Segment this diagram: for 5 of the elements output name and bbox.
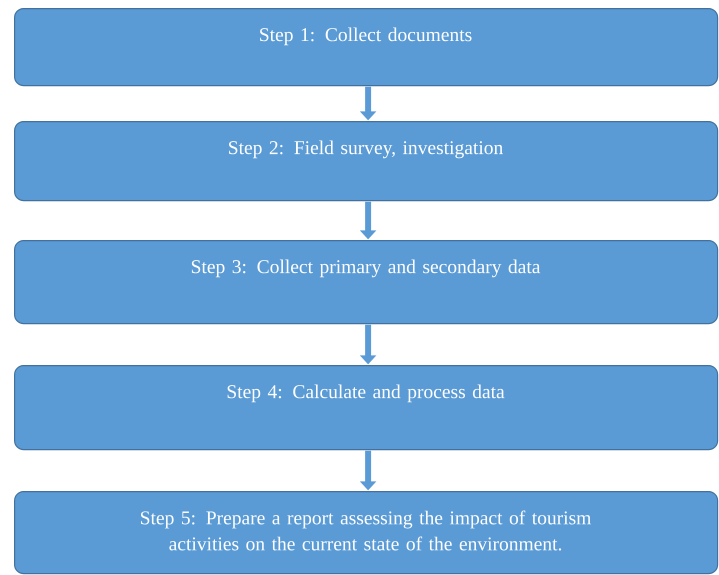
process-box: Step 2: Field survey, investigation	[14, 121, 718, 202]
process-box: Step 4: Calculate and process data	[14, 365, 718, 450]
process-box: Step 5: Prepare a report assessing the impact of tourism activities on the current state of the environment.	[14, 491, 718, 574]
process-box: Step 3: Collect primary and secondary data	[14, 240, 718, 324]
process-box: Step 1: Collect documents	[14, 8, 718, 86]
